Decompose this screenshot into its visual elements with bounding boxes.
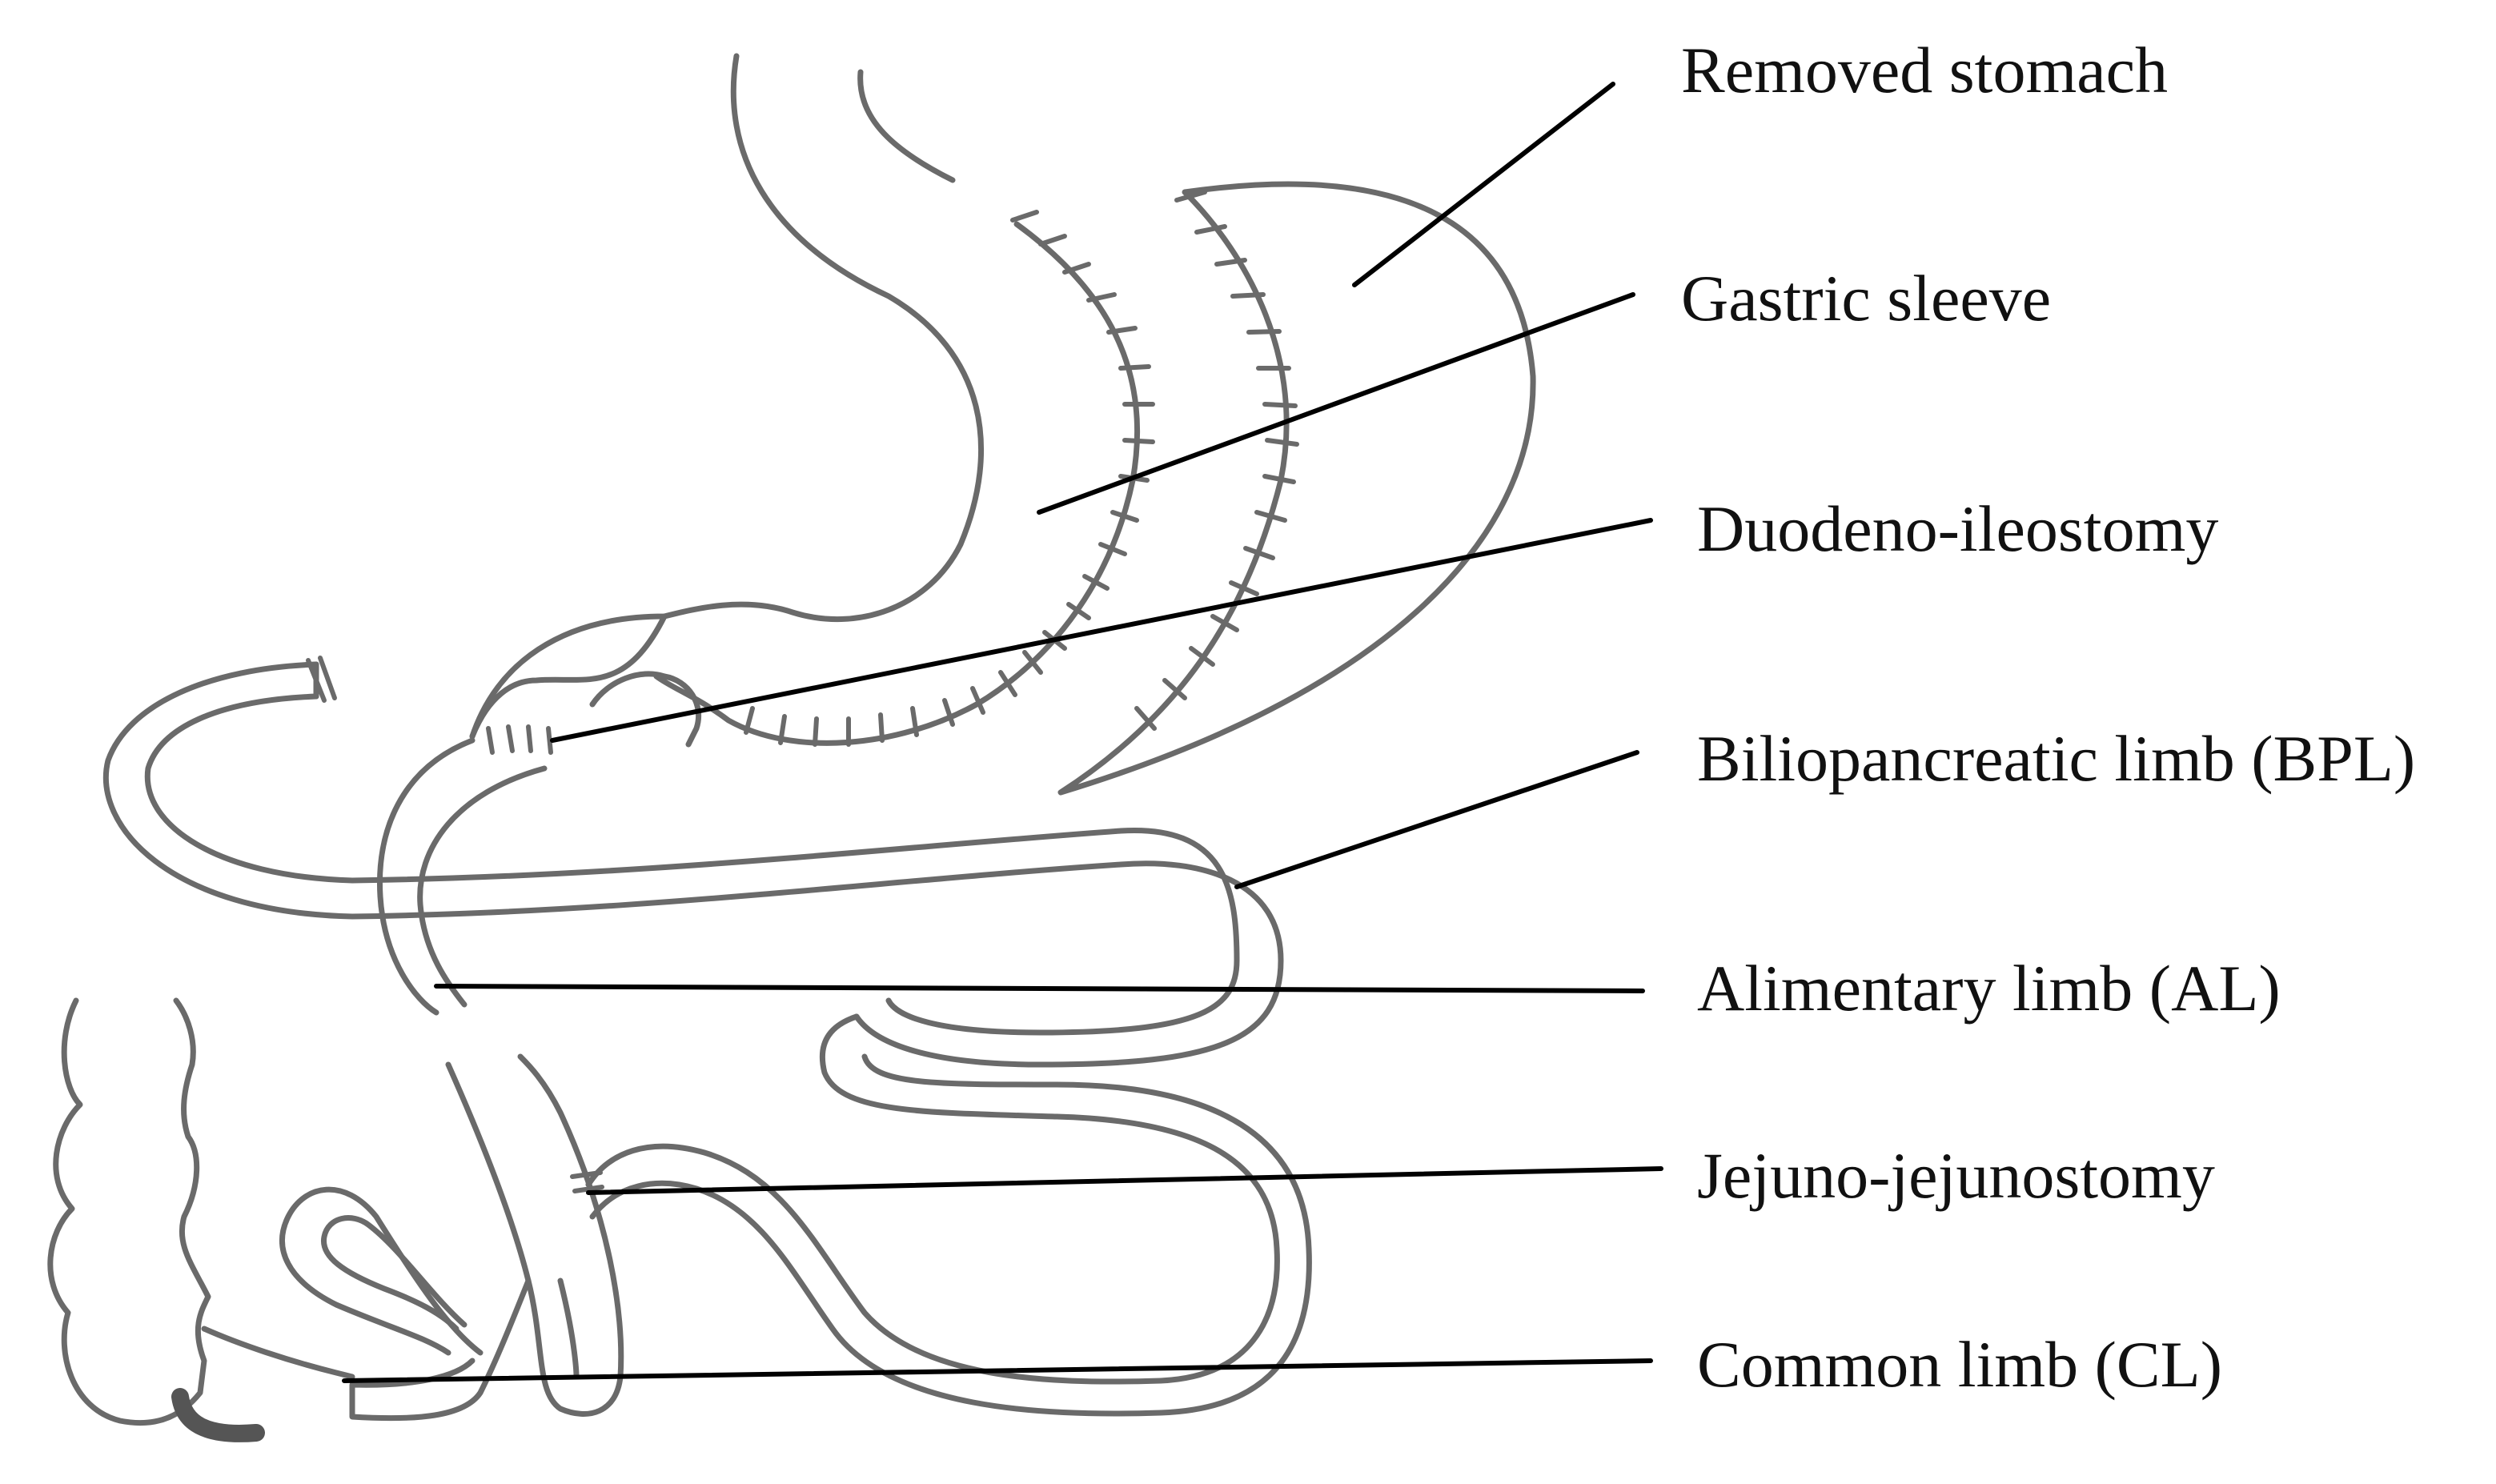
jj-loop-outer [585, 1013, 1280, 1385]
label-alimentary-limb: Alimentary limb (AL) [1697, 952, 2281, 1025]
leader-duodeno-ileostomy [550, 518, 1653, 743]
duodenal-cuff-outline [589, 671, 702, 748]
leader-removed-stomach [1352, 82, 1615, 287]
al-lower-right-wall [557, 1277, 580, 1380]
stomach-drawing [469, 53, 1536, 796]
colon-outline [47, 997, 211, 1426]
leader-alimentary-limb [434, 984, 1645, 993]
terminal-ileum-upper [201, 1326, 355, 1380]
al-left-wall [376, 737, 476, 1016]
label-duodeno-ileostomy: Duodeno-ileostomy [1697, 492, 2218, 565]
leader-common-limb [342, 1358, 1653, 1383]
leader-jejuno-jejunostomy [586, 1166, 1663, 1195]
label-jejuno-jejunostomy: Jejuno-jejunostomy [1697, 1139, 2215, 1212]
label-biliopancreatic-limb: Biliopancreatic limb (BPL) [1697, 722, 2415, 795]
bpl-inner-wall [144, 693, 1240, 1036]
alimentary-limb-drawing [376, 737, 624, 1417]
jj-staples [570, 1170, 604, 1193]
leader-gastric-sleeve [1037, 292, 1635, 515]
removed-stomach-outline [1057, 181, 1536, 796]
al-right-wall [417, 765, 548, 1008]
gastric-sleeve-outline [469, 53, 984, 740]
cl-coil-inner [321, 1215, 467, 1332]
sleeve-staples [744, 210, 1155, 747]
esophagus-outline [857, 69, 956, 183]
colon-drawing [47, 997, 355, 1442]
label-removed-stomach: Removed stomach [1681, 34, 2168, 106]
cl-coil-outer [279, 1186, 484, 1356]
label-common-limb: Common limb (CL) [1697, 1328, 2222, 1401]
biliopancreatic-limb-drawing [102, 656, 1284, 1068]
label-gastric-sleeve: Gastric sleeve [1681, 262, 2051, 335]
jj-loop-inner [589, 1053, 1312, 1417]
di-staples [486, 724, 553, 755]
duodenal-stump-outline [469, 613, 668, 740]
sleeve-staple-line [653, 221, 1141, 746]
labels: Removed stomach Gastric sleeve Duodeno-i… [1681, 34, 2415, 1401]
bpl-outer-wall [102, 661, 1284, 1068]
leader-biliopancreatic-limb [1234, 750, 1639, 889]
colon-tail [171, 1388, 265, 1442]
leader-lines [342, 82, 1663, 1383]
removed-stomach-staples [1134, 190, 1299, 731]
lower-small-bowel-drawing [279, 1013, 1312, 1422]
al-lower-left-wall [445, 1053, 624, 1417]
